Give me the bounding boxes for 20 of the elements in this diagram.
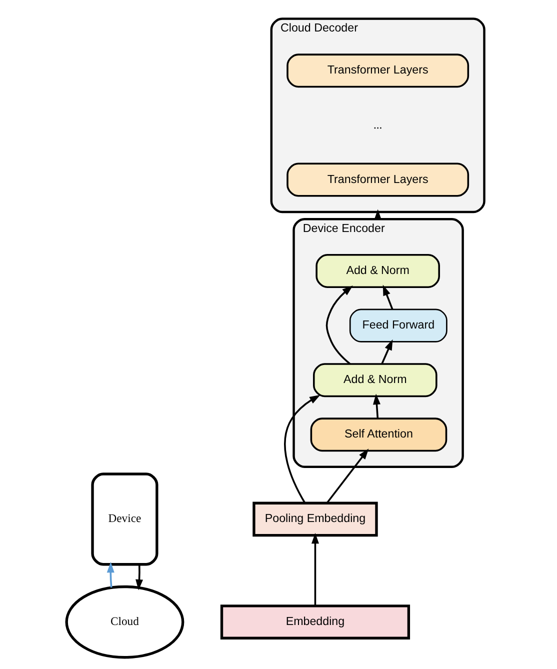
arrow bbox=[135, 564, 143, 590]
node-box: Add & Norm bbox=[315, 254, 440, 288]
node-text: ... bbox=[372, 118, 382, 132]
node-box: Feed Forward bbox=[348, 308, 447, 342]
node-box: Add & Norm bbox=[312, 363, 437, 398]
arrow bbox=[326, 448, 368, 504]
arrow bbox=[325, 286, 352, 365]
node-box: Self Attention bbox=[310, 418, 447, 452]
arrow bbox=[372, 394, 380, 419]
node-box: Embedding bbox=[220, 604, 410, 640]
node-ellipse: Cloud bbox=[64, 585, 184, 659]
node-box: Device bbox=[90, 472, 158, 566]
arrow bbox=[284, 394, 320, 504]
node-box: Transformer Layers bbox=[286, 162, 469, 197]
arrow bbox=[310, 532, 318, 606]
node-box: Transformer Layers bbox=[286, 54, 469, 88]
node-box: Pooling Embedding bbox=[252, 502, 378, 537]
arrow bbox=[380, 339, 392, 364]
arrow bbox=[106, 562, 114, 588]
arrow bbox=[382, 284, 393, 310]
